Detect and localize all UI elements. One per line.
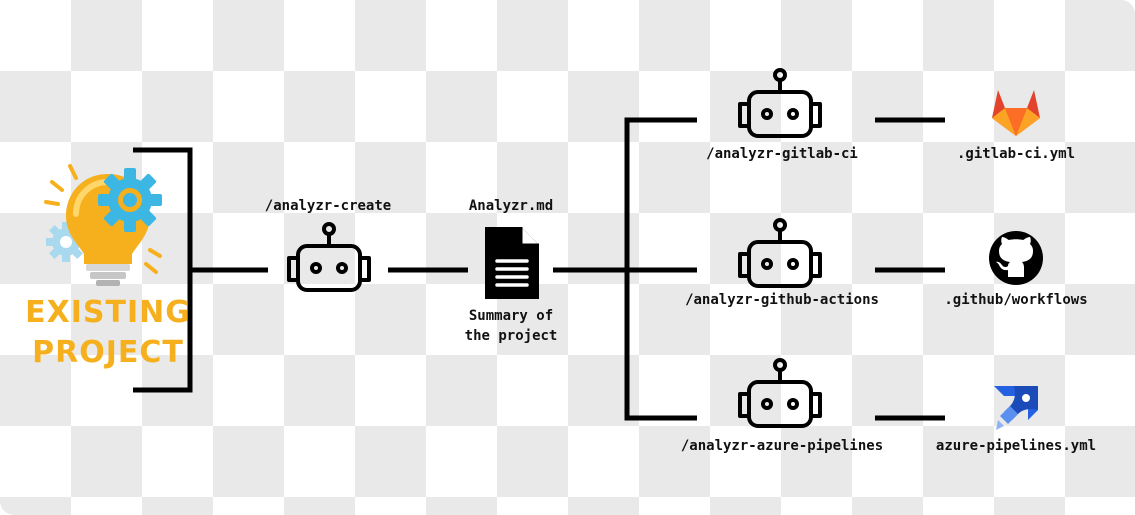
robot-icon bbox=[738, 218, 822, 288]
github-icon bbox=[989, 231, 1043, 285]
gitlab-command-label: /analyzr-gitlab-ci bbox=[706, 146, 858, 162]
azure-pipelines-icon bbox=[994, 386, 1038, 430]
robot-icon bbox=[738, 68, 822, 138]
gitlab-output-label: .gitlab-ci.yml bbox=[956, 146, 1076, 162]
robot-icon bbox=[287, 222, 371, 292]
project-title-line1: EXISTING bbox=[25, 295, 191, 330]
lightbulb-gears-icon bbox=[44, 164, 162, 286]
document-icon bbox=[485, 227, 539, 299]
github-command-label: /analyzr-github-actions bbox=[685, 292, 879, 308]
robot-icon bbox=[738, 358, 822, 428]
doc-title: Analyzr.md bbox=[468, 198, 554, 214]
gitlab-icon bbox=[992, 90, 1040, 136]
doc-caption-line2: the project bbox=[464, 328, 558, 344]
azure-output-label: azure-pipelines.yml bbox=[935, 438, 1097, 454]
azure-command-label: /analyzr-azure-pipelines bbox=[680, 438, 884, 454]
github-output-label: .github/workflows bbox=[944, 292, 1088, 308]
create-command-label: /analyzr-create bbox=[264, 198, 392, 214]
doc-caption-line1: Summary of bbox=[468, 308, 554, 324]
project-title-line2: PROJECT bbox=[32, 335, 184, 370]
